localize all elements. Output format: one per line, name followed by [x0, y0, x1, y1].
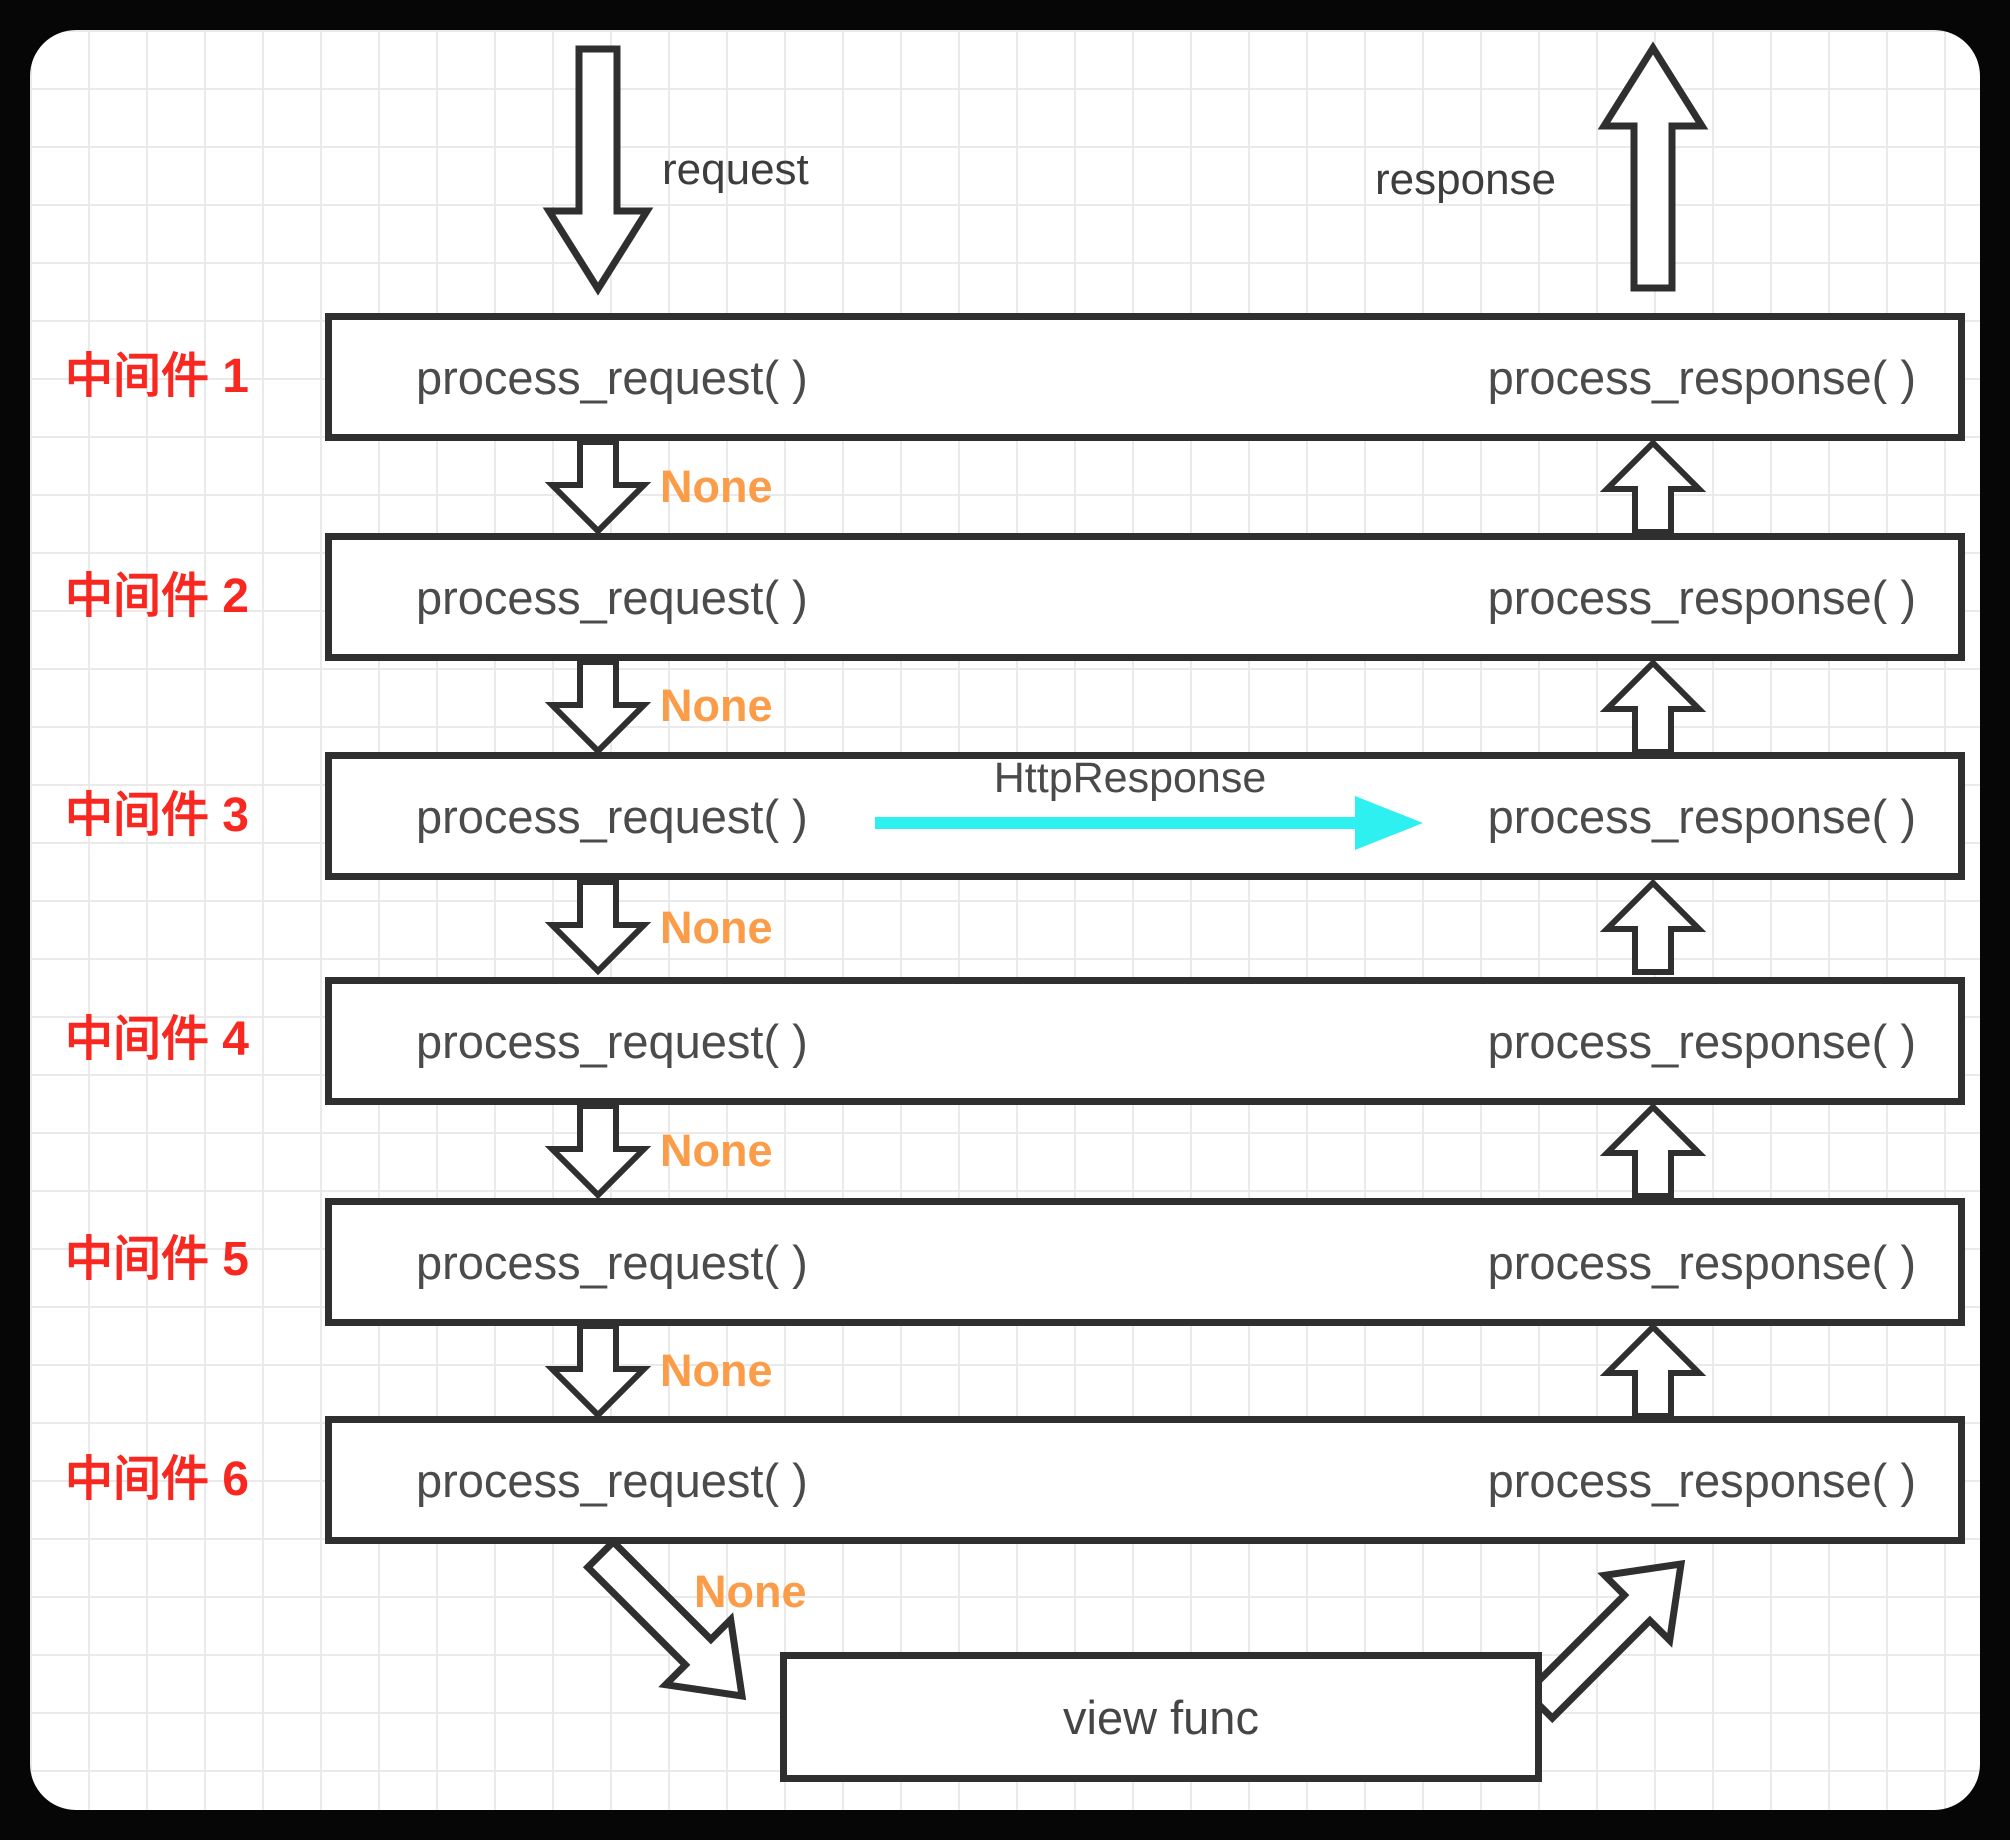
none-return-label: None: [694, 1566, 807, 1617]
diagonal-down-right-arrow-icon: [582, 1536, 747, 1701]
down-arrow-icon: [544, 879, 652, 976]
process-response-label: process_response( ): [1487, 1235, 1916, 1289]
process-response-label: process_response( ): [1487, 1453, 1916, 1507]
response-up-arrow-icon: [1597, 41, 1709, 292]
view-func-label: view func: [1063, 1690, 1259, 1744]
process-response-label: process_response( ): [1487, 1014, 1916, 1068]
none-return-label: None: [660, 680, 773, 731]
middleware-5-label: 中间件 5: [64, 1233, 250, 1286]
middleware-4-box: process_request( ) process_response( ): [325, 977, 1965, 1105]
process-response-label: process_response( ): [1487, 570, 1916, 624]
up-arrow-icon: [1599, 1322, 1707, 1419]
middleware-1-box: process_request( ) process_response( ): [325, 313, 1965, 441]
request-down-arrow-icon: [542, 45, 654, 296]
middleware-2-label: 中间件 2: [64, 570, 250, 623]
process-request-label: process_request( ): [416, 789, 808, 843]
up-arrow-icon: [1599, 878, 1707, 975]
up-arrow-icon: [1599, 658, 1707, 755]
none-return-label: None: [660, 1125, 773, 1176]
process-response-label: process_response( ): [1487, 789, 1916, 843]
middleware-1-label: 中间件 1: [64, 350, 250, 403]
down-arrow-icon: [544, 439, 652, 536]
process-request-label: process_request( ): [416, 1014, 808, 1068]
process-request-label: process_request( ): [416, 570, 808, 624]
down-arrow-icon: [544, 1103, 652, 1200]
process-request-label: process_request( ): [416, 1453, 808, 1507]
http-response-label: HttpResponse: [993, 754, 1267, 802]
middleware-6-box: process_request( ) process_response( ): [325, 1416, 1965, 1544]
middleware-4-label: 中间件 4: [64, 1013, 250, 1066]
down-arrow-icon: [544, 1323, 652, 1420]
middleware-3-box: process_request( ) process_response( ): [325, 752, 1965, 880]
none-return-label: None: [660, 461, 773, 512]
request-label: request: [662, 145, 809, 194]
none-return-label: None: [660, 1345, 773, 1396]
process-response-label: process_response( ): [1487, 350, 1916, 404]
response-label: response: [1375, 155, 1557, 204]
down-arrow-icon: [544, 659, 652, 756]
up-arrow-icon: [1599, 438, 1707, 535]
middleware-6-label: 中间件 6: [64, 1453, 250, 1506]
middleware-3-label: 中间件 3: [64, 789, 250, 842]
up-arrow-icon: [1599, 1102, 1707, 1199]
view-func-box: view func: [780, 1652, 1542, 1782]
middleware-2-box: process_request( ) process_response( ): [325, 533, 1965, 661]
http-response-cyan-arrow-icon: [875, 796, 1423, 850]
none-return-label: None: [660, 902, 773, 953]
middleware-5-box: process_request( ) process_response( ): [325, 1198, 1965, 1326]
diagonal-up-right-arrow-icon: [1521, 1559, 1686, 1724]
process-request-label: process_request( ): [416, 350, 808, 404]
process-request-label: process_request( ): [416, 1235, 808, 1289]
